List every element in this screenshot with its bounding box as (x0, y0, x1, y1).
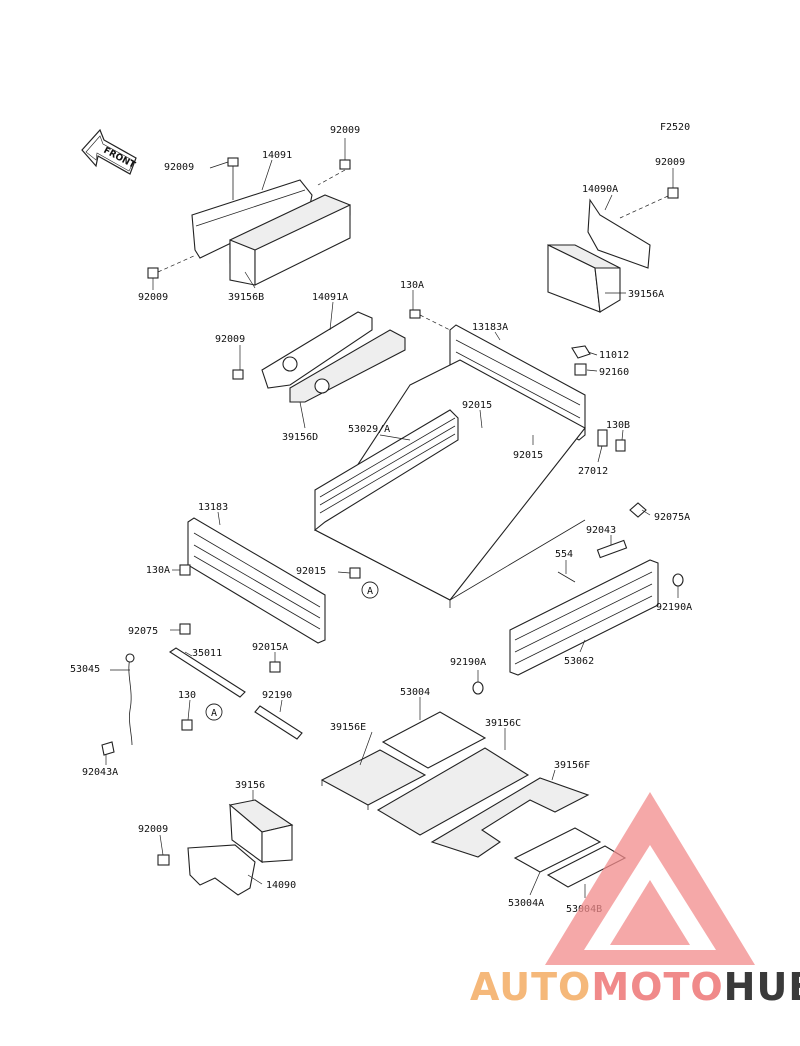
label-92015A: 92015A (252, 642, 288, 653)
bolt-92009-a (227, 157, 239, 200)
part-92190-rod (254, 705, 303, 740)
part-35011-rod (168, 647, 246, 698)
part-39156F-pad (430, 777, 590, 858)
label-13183A: 13183A (472, 322, 508, 333)
label-92009: 92009 (138, 292, 168, 303)
label-92015: 92015 (462, 400, 492, 411)
part-92043A-clip (101, 741, 115, 756)
part-14090-bracket (187, 844, 256, 896)
label-53004: 53004 (400, 687, 430, 698)
label-39156: 39156 (235, 780, 265, 791)
part-92190A-l (472, 681, 484, 695)
front-arrow-icon: FRONT (81, 128, 137, 175)
label-554: 554 (555, 549, 573, 560)
label-35011: 35011 (192, 648, 222, 659)
label-92009: 92009 (215, 334, 245, 345)
label-11012: 11012 (599, 350, 629, 361)
bolt-130 (181, 719, 193, 731)
bolt-92009-b (317, 159, 351, 186)
part-53062-gate (509, 559, 659, 676)
bolt-92009-c (147, 254, 197, 279)
bolt-92009-f (157, 854, 170, 866)
part-92160-grommet (574, 363, 587, 376)
ref-marker-a1: A (361, 581, 379, 599)
part-53045-cable (125, 653, 135, 746)
part-39156-pad (228, 799, 294, 864)
label-53029A: 53029/A (348, 424, 390, 435)
label-92009: 92009 (138, 824, 168, 835)
label-92075A: 92075A (654, 512, 690, 523)
svg-text:A: A (211, 708, 217, 719)
label-14090: 14090 (266, 880, 296, 891)
label-92015: 92015 (513, 450, 543, 461)
part-92190A-r (672, 573, 684, 587)
part-13183-gate (187, 517, 326, 644)
part-14091A-bracket (261, 311, 373, 389)
part-39156C-pad (376, 747, 530, 836)
part-92075A-cap (629, 502, 647, 518)
label-53004A: 53004A (508, 898, 544, 909)
part-39156E-pad (320, 749, 427, 810)
label-39156E: 39156E (330, 722, 366, 733)
label-53045: 53045 (70, 664, 100, 675)
part-39156A-pad (547, 244, 621, 313)
bolt-130A-top (409, 309, 451, 331)
part-11012-cap (571, 345, 591, 359)
part-554-clip (557, 571, 576, 583)
part-53004-mat (381, 711, 487, 769)
label-92190A: 92190A (450, 657, 486, 668)
part-53004A-mat (513, 827, 602, 873)
part-14090A-bracket (587, 198, 651, 269)
bolt-130B (615, 439, 626, 452)
watermark-triangle-logo (545, 792, 755, 965)
part-53029A-bed (314, 359, 586, 608)
label-92015: 92015 (296, 566, 326, 577)
callout-labels: 92009 92009 14091 92009 14090A 92009 391… (70, 125, 692, 915)
label-92043: 92043 (586, 525, 616, 536)
label-92009: 92009 (330, 125, 360, 136)
part-92043-pin (596, 539, 628, 559)
bolt-92009-d (619, 187, 679, 219)
svg-text:A: A (367, 586, 373, 597)
bolt-130A-left (179, 564, 191, 576)
label-14090A: 14090A (582, 184, 618, 195)
label-14091A: 14091A (312, 292, 348, 303)
label-13183: 13183 (198, 502, 228, 513)
label-39156C: 39156C (485, 718, 521, 729)
label-130: 130 (178, 690, 196, 701)
label-92190A: 92190A (656, 602, 692, 613)
part-39156D-pad (289, 329, 406, 403)
part-92075-cap (179, 623, 191, 635)
label-39156D: 39156D (282, 432, 318, 443)
part-39156B-pad (229, 194, 351, 286)
label-27012: 27012 (578, 466, 608, 477)
label-92160: 92160 (599, 367, 629, 378)
label-92190: 92190 (262, 690, 292, 701)
label-39156A: 39156A (628, 289, 664, 300)
nut-92015A (269, 661, 281, 673)
label-14091: 14091 (262, 150, 292, 161)
label-53062: 53062 (564, 656, 594, 667)
watermark: AUTOMOTOHUB (470, 792, 800, 1009)
leader-lines (105, 138, 679, 898)
label-130A: 130A (400, 280, 424, 291)
part-27012-latch (597, 429, 608, 447)
bolt-92009-e (232, 369, 244, 380)
label-39156B: 39156B (228, 292, 264, 303)
label-92009: 92009 (164, 162, 194, 173)
watermark-text: AUTOMOTOHUB (470, 965, 800, 1009)
label-92043A: 92043A (82, 767, 118, 778)
label-130B: 130B (606, 420, 630, 431)
figure-code: F2520 (660, 122, 690, 133)
label-92075: 92075 (128, 626, 158, 637)
ref-marker-a2: A (205, 703, 223, 721)
label-92009: 92009 (655, 157, 685, 168)
label-130A: 130A (146, 565, 170, 576)
label-39156F: 39156F (554, 760, 590, 771)
nut-92015-c (349, 567, 361, 579)
